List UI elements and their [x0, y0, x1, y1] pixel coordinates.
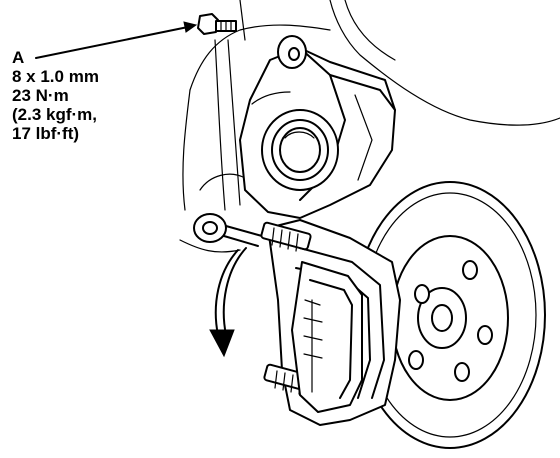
rotation-arrow [209, 247, 247, 358]
wheel-stud [462, 260, 478, 280]
knuckle-background [179, 0, 560, 253]
torque-lbf-label: 17 lbf·ft) [12, 124, 80, 143]
callout-letter: A [12, 48, 25, 67]
torque-kgf-label: (2.3 kgf·m, [12, 105, 98, 124]
callout-leader [35, 21, 198, 59]
caliper-upper-ear [277, 35, 307, 69]
wheel-stud [477, 325, 493, 345]
caliper-body [239, 47, 396, 219]
wheel-stud [454, 362, 470, 382]
mounting-bolt-a [197, 13, 237, 35]
torque-nm-label: 23 N·m [12, 86, 69, 105]
wheel-studs [408, 260, 493, 382]
ball-joint [193, 213, 263, 247]
wheel-stud [408, 350, 424, 370]
brake-rotor [354, 181, 546, 449]
upper-slide-pin [260, 221, 312, 252]
wheel-stud [414, 284, 430, 304]
brake-pad [291, 261, 363, 413]
torque-callout: A 8 x 1.0 mm 23 N·m (2.3 kgf·m, 17 lbf·f… [12, 48, 182, 143]
bolt-size-label: 8 x 1.0 mm [12, 67, 99, 86]
